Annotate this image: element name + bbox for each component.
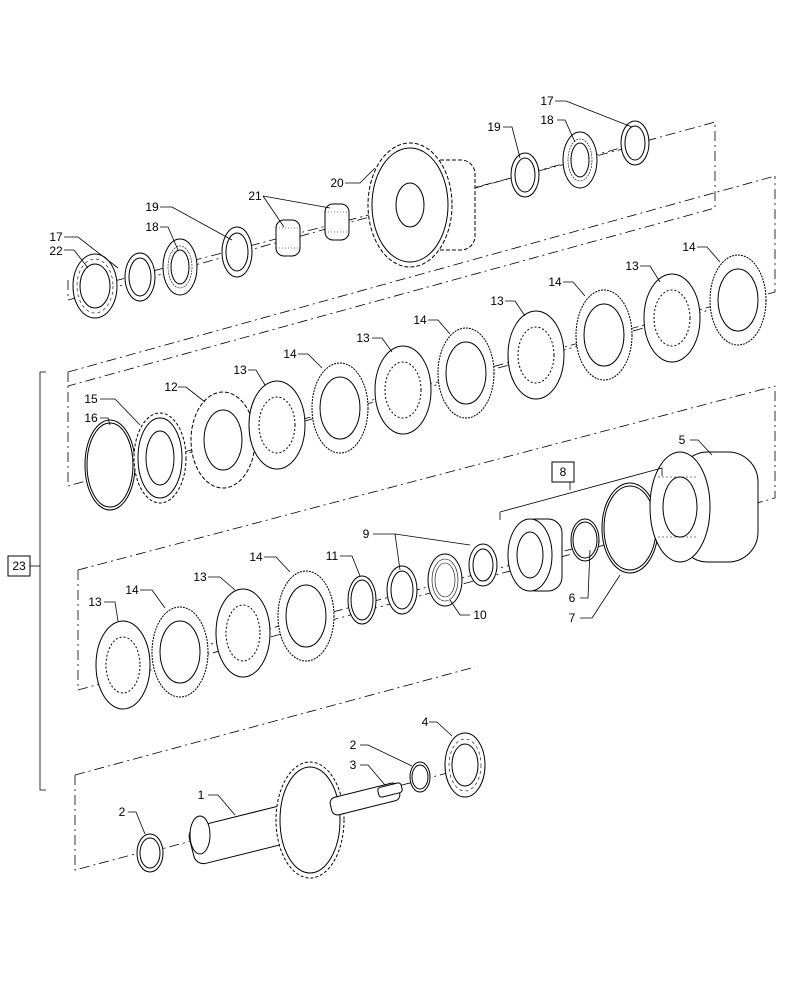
part-16-snap-ring — [84, 419, 136, 511]
callout-7: 7 — [569, 611, 576, 625]
part-17-washer — [124, 252, 156, 302]
part-7-o-ring — [601, 482, 659, 574]
part-14-disc-f — [277, 570, 335, 662]
part-15-hub — [133, 412, 187, 504]
callout-17: 17 — [49, 230, 63, 244]
callout-13-a: 13 — [233, 363, 247, 377]
callout-2-right: 2 — [350, 738, 357, 752]
leader-lines — [64, 100, 721, 835]
callout-22: 22 — [49, 244, 63, 258]
assembly-frame-top — [67, 121, 716, 387]
callout-box-23 — [7, 555, 31, 577]
callout-13-d: 13 — [625, 259, 639, 273]
part-13-disc-f — [215, 588, 271, 678]
callout-14-d: 14 — [682, 240, 696, 254]
part-13-disc-c — [507, 310, 565, 400]
callout-11: 11 — [326, 549, 339, 563]
assembly-frame-clutch-2 — [77, 385, 776, 691]
callout-4: 4 — [422, 715, 429, 729]
callout-3: 3 — [350, 758, 357, 772]
callout-15: 15 — [84, 392, 98, 406]
callout-18: 18 — [145, 220, 159, 234]
part-18-needle-bearing-right — [562, 131, 598, 189]
callout-6: 6 — [569, 591, 576, 605]
part-19-washer-right — [510, 152, 540, 198]
callout-14-a: 14 — [283, 347, 297, 361]
callout-16: 16 — [84, 411, 98, 425]
part-19-washer — [221, 226, 253, 278]
callout-box-8 — [551, 461, 575, 483]
callout-13-f: 13 — [193, 570, 207, 584]
callout-labels: 17 22 19 18 21 20 19 17 18 15 16 12 13 1… — [49, 94, 696, 819]
callout-9: 9 — [363, 527, 370, 541]
callout-13-b: 13 — [356, 331, 370, 345]
part-14-disc-d — [709, 254, 767, 346]
part-17-washer-right — [620, 120, 650, 166]
part-14-disc-a — [311, 362, 369, 454]
part-18-needle-bearing — [162, 238, 198, 296]
callout-10: 10 — [473, 608, 487, 622]
part-9-ring-left — [386, 565, 418, 615]
part-13-disc-b — [374, 345, 432, 435]
part-2-snap-ring-right — [409, 761, 431, 793]
callout-14-c: 14 — [548, 275, 562, 289]
part-2-snap-ring-left — [136, 833, 164, 873]
callout-14-e: 14 — [125, 583, 139, 597]
part-14-disc-e — [151, 606, 209, 698]
callout-1: 1 — [198, 788, 205, 802]
part-10-spring — [427, 553, 463, 607]
part-13-disc-a — [248, 380, 306, 470]
part-9-ring-right — [468, 543, 498, 587]
callout-18-right: 18 — [540, 113, 554, 127]
callout-2-left: 2 — [119, 805, 126, 819]
part-4-bearing — [444, 732, 486, 798]
callout-13-e: 13 — [88, 595, 102, 609]
callout-8: 8 — [560, 465, 567, 479]
group-bracket-23: 23 — [7, 371, 46, 791]
part-21-needle-bearing-b — [324, 203, 350, 241]
part-3-pin — [377, 782, 403, 798]
part-14-disc-c — [575, 289, 633, 381]
callout-20: 20 — [330, 176, 344, 190]
callout-17-right: 17 — [540, 94, 554, 108]
part-20-gear — [367, 142, 476, 268]
callout-23: 23 — [12, 559, 26, 573]
part-12-plate — [190, 391, 256, 489]
part-22-bearing — [72, 253, 118, 319]
part-8-piston — [507, 518, 563, 592]
part-1-shaft — [188, 761, 401, 879]
part-5-clutch-drum — [649, 451, 759, 563]
callout-21: 21 — [248, 189, 262, 203]
callout-14-b: 14 — [413, 313, 427, 327]
part-11-snap-ring — [347, 575, 377, 625]
callout-5: 5 — [679, 433, 686, 447]
part-14-disc-b — [437, 327, 495, 419]
callout-12: 12 — [164, 380, 178, 394]
part-13-disc-d — [643, 273, 701, 363]
part-6-o-ring — [570, 518, 600, 562]
part-13-disc-e — [95, 620, 151, 710]
callout-19: 19 — [145, 200, 159, 214]
part-21-needle-bearing-a — [275, 219, 301, 257]
callout-19-right: 19 — [487, 120, 501, 134]
assembly-frame-shaft — [74, 666, 476, 871]
callout-13-c: 13 — [490, 294, 504, 308]
callout-14-f: 14 — [249, 550, 263, 564]
